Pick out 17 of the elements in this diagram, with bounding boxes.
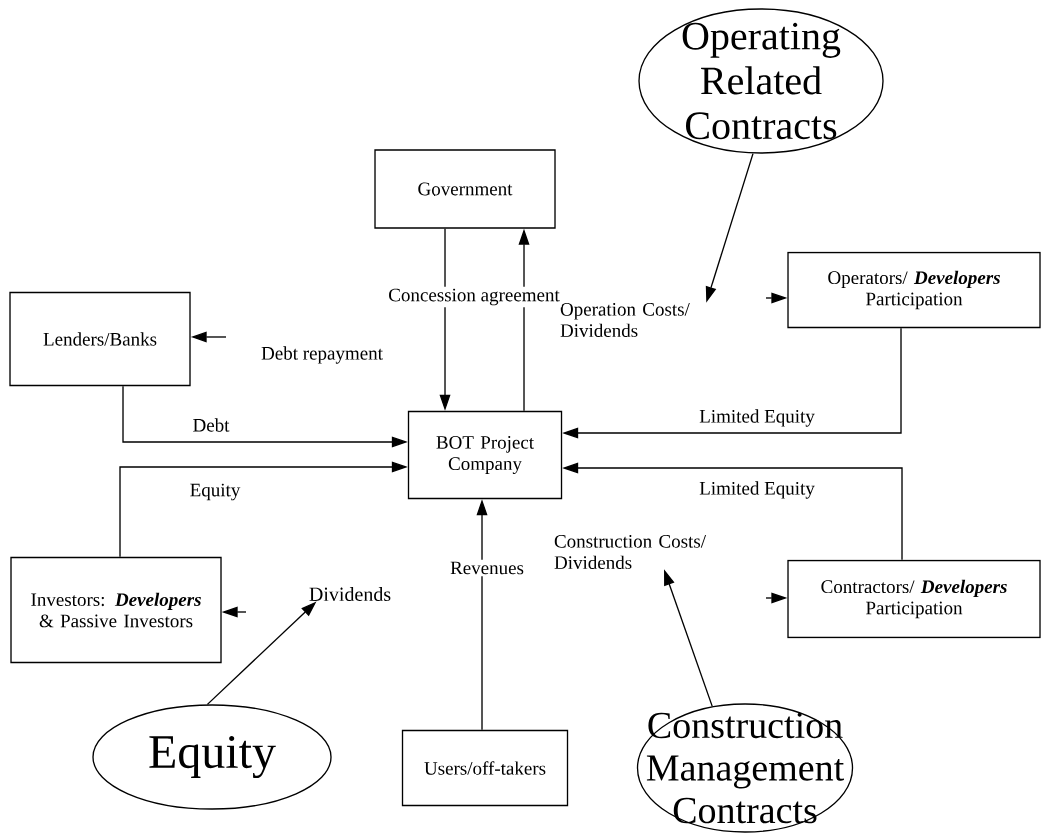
edge-label: Equity (187, 481, 243, 503)
entity-box: Contractors/ Developers Participation (787, 559, 1041, 639)
flow-text: Dividends (309, 586, 391, 601)
edge-label: Limited Equity (697, 479, 817, 501)
edge-label: Limited Equity (697, 407, 817, 429)
entity-box: Investors: Developers & Passive Investors (10, 556, 222, 664)
edge-label: Debt (190, 416, 232, 434)
entity-box: Operators/ Developers Participation (787, 251, 1041, 329)
entity-box: Lenders/Banks (9, 291, 191, 387)
edge-label: Revenues (448, 559, 526, 577)
flow-text: Construction Costs/ Dividends (554, 534, 707, 569)
entity-box: Government (374, 149, 556, 229)
edge-label: Concession agreement (386, 286, 562, 308)
entity-box: BOT Project Company (407, 410, 563, 500)
entity-box: Users/off-takers (401, 729, 569, 807)
flow-label: Debt repayment (261, 346, 383, 364)
flow-text: Operation Costs/ Dividends (560, 302, 690, 337)
